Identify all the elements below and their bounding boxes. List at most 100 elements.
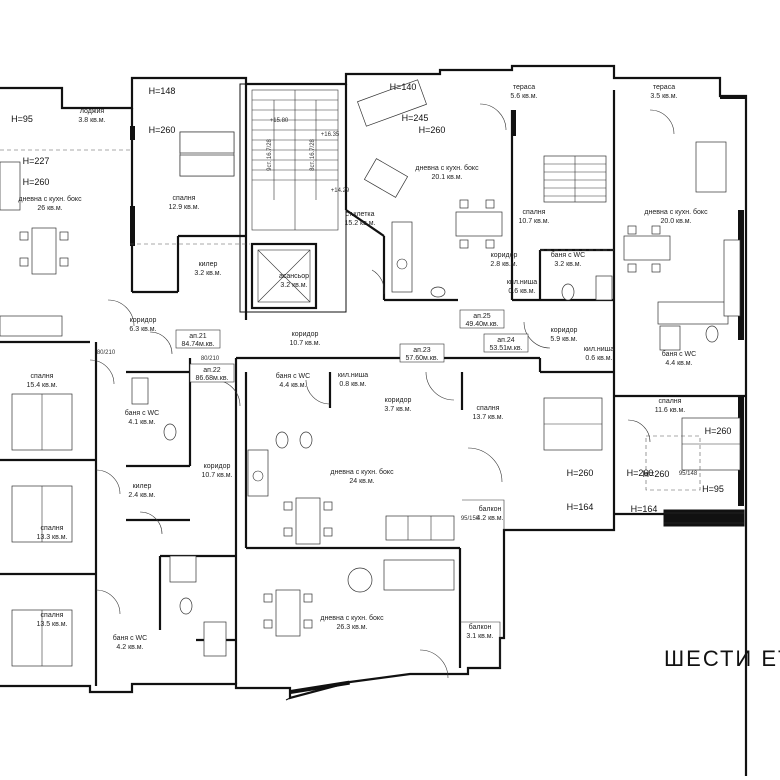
apartment-name-ap23: ап.23 [413,347,431,354]
room-area-koridor-5: 3.7 кв.м. [384,406,411,413]
room-area-koridor-4: 5.9 кв.м. [550,336,577,343]
height-mark-3: H=260 [23,177,50,187]
apartment-area-ap24: 53.51м.кв. [489,345,522,352]
room-area-terasa-1: 5.6 кв.м. [510,93,537,100]
room-name-dnevna-left: дневна с кухн. бокс [18,195,82,203]
height-mark-11: H=164 [567,502,594,512]
room-area-bania-1: 3.2 кв.м. [554,261,581,268]
room-name-koridor-4: коридор [551,327,578,334]
apartment-name-ap22: ап.22 [203,367,221,374]
floor-title: ШЕСТИ ЕТ [664,646,780,671]
balconies [0,149,701,668]
room-name-balkon-1: балкон [479,505,502,513]
sofas [0,79,727,593]
apartment-area-ap23: 57.60м.кв. [405,355,438,362]
room-area-terasa-2: 3.5 кв.м. [650,93,677,100]
room-name-spalnia-5: спалня [659,398,682,405]
apartment-name-ap21: ап.21 [189,333,207,340]
room-area-bania-2: 4.4 кв.м. [665,360,692,367]
windows [130,96,746,694]
apartment-box-ap22 [189,363,235,383]
room-name-asansor: асансьор [279,273,309,280]
room-area-asansor: 3.2 кв.м. [280,282,307,289]
room-area-kiler-1: 3.2 кв.м. [194,270,221,277]
room-name-spalnia-3: спалня [31,373,54,380]
room-name-spalnia-4: спалня [477,405,500,412]
room-area-dnevna-top: 20.1 кв.м. [431,174,462,181]
room-name-kil-nisha-2: кил.ниша [584,346,614,353]
room-name-koridor-6: коридор [204,463,231,470]
room-name-kiler-2: килер [133,483,152,490]
room-name-spalnia-7: спалня [41,612,64,619]
room-name-koridor-5: коридор [385,397,412,404]
room-name-terasa-1: тераса [513,84,535,91]
room-area-spalnia-1: 12.9 кв.м. [168,204,199,211]
apartment-area-ap22: 86.68м.кв. [195,375,228,382]
apartment-box-ap24 [483,333,529,353]
room-name-spalnia-2: спалня [523,209,546,216]
room-area-bania-4: 4.4 кв.м. [279,382,306,389]
room-name-st-kletka: ст.клетка [345,211,374,218]
balcony-railing [663,509,745,527]
kitchen-counters [0,221,741,497]
dimension-annotation-2: 95/150 [461,516,480,522]
room-area-koridor-1: 2.8 кв.м. [490,261,517,268]
dining-tables [19,158,671,637]
height-mark-2: H=227 [23,156,50,166]
room-name-terasa-2: тераса [653,84,675,91]
room-name-bania-5: баня с WC [113,634,147,642]
room-name-dnevna-right: дневна с кухн. бокс [644,208,708,216]
room-name-lodzhia: лоджия [80,108,105,115]
room-area-kil-nisha-1: 0.6 кв.м. [508,288,535,295]
room-area-spalnia-6: 13.3 кв.м. [36,534,67,541]
room-area-dnevna-right: 20.0 кв.м. [660,218,691,225]
apartment-box-ap21 [175,329,221,349]
room-name-bania-4: баня с WC [276,372,310,380]
height-mark-5: H=260 [149,125,176,135]
room-area-st-kletka: 15.2 кв.м. [344,220,375,227]
apartment-name-ap24: ап.24 [497,337,515,344]
room-area-spalnia-3: 15.4 кв.м. [26,382,57,389]
apartment-area-ap25: 49.40м.кв. [465,321,498,328]
staircase [251,89,339,231]
dimension-annotation-3: 80/210 [97,350,116,356]
room-name-spalnia-6: спалня [41,525,64,532]
height-mark-14: H=95 [702,484,724,494]
internal-walls [0,84,746,686]
room-area-koridor-6: 10.7 кв.м. [201,472,232,479]
room-name-koridor-3: коридор [292,331,319,338]
height-mark-8: H=260 [419,125,446,135]
bathroom-fixtures [131,275,719,657]
height-mark-4: H=148 [149,86,176,96]
room-area-dnevna-mid: 24 кв.м. [349,478,374,485]
height-mark-6: H=140 [390,82,417,92]
height-mark-9: H=260 [567,468,594,478]
room-area-spalnia-2: 10.7 кв.м. [518,218,549,225]
dimension-annotation-4: 80/210 [201,356,220,362]
room-area-bania-3: 4.1 кв.м. [128,419,155,426]
room-area-dnevna-left: 26 кв.м. [37,205,62,212]
room-area-spalnia-7: 13.5 кв.м. [36,621,67,628]
room-name-bania-1: баня с WC [551,251,585,259]
room-area-spalnia-4: 13.7 кв.м. [472,414,503,421]
room-area-dnevna-bottom: 26.3 кв.м. [336,624,367,631]
height-mark-12: H=260 [705,426,732,436]
apartment-name-ap25: ап.25 [473,313,491,320]
room-name-kiler-1: килер [199,261,218,268]
room-name-dnevna-bottom: дневна с кухн. бокс [320,614,384,622]
room-area-kil-nisha-2: 0.6 кв.м. [585,355,612,362]
room-name-dnevna-mid: дневна с кухн. бокс [330,468,394,476]
room-area-koridor-3: 10.7 кв.м. [289,340,320,347]
room-area-koridor-2: 6.3 кв.м. [129,326,156,333]
apartment-area-ap21: 84.74м.кв. [181,341,214,348]
room-name-balkon-2: балкон [469,623,492,631]
room-area-balkon-2: 3.1 кв.м. [466,633,493,640]
room-name-kil-nisha-1: кил.ниша [507,279,537,286]
apartment-box-ap25 [459,309,505,329]
room-name-bania-2: баня с WC [662,350,696,358]
room-area-lodzhia: 3.8 кв.м. [78,117,105,124]
height-mark-7: H=245 [402,113,429,123]
height-mark-1: H=95 [11,114,33,124]
